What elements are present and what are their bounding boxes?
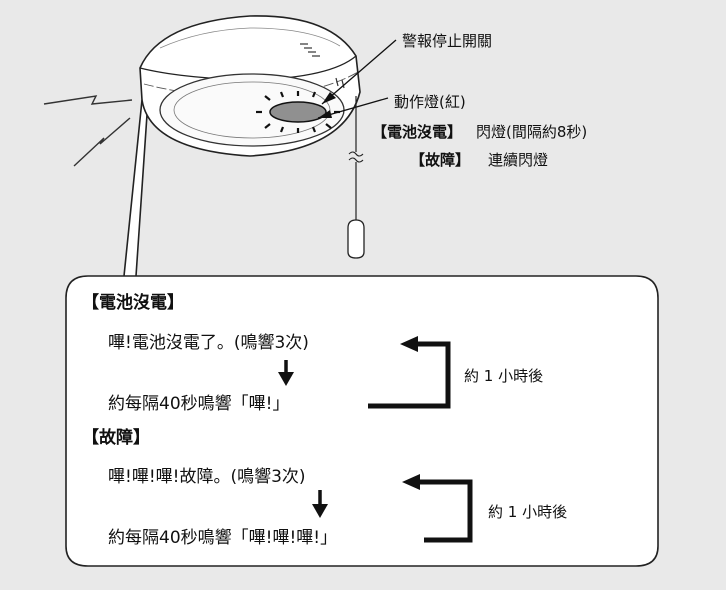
leader-alarm-stop-tip [322, 92, 336, 104]
indicator-light [269, 101, 327, 123]
sound-wave-upper [43, 95, 133, 105]
leader-alarm-stop [321, 39, 397, 105]
info-box-outline [65, 99, 659, 567]
fault-callout-prefix: 【故障】 [410, 151, 471, 169]
low-battery-callout-prefix: 【電池沒電】 [372, 123, 463, 141]
pull-cord [347, 96, 365, 259]
fault-heading: 【故障】 [82, 428, 150, 448]
low-battery-heading: 【電池沒電】 [82, 293, 184, 313]
low-battery-callout-desc: 閃燈(間隔約8秒) [476, 123, 588, 141]
low-battery-line2: 約每隔40秒鳴響「嗶!」 [108, 394, 290, 414]
fault-line1: 嗶!嗶!嗶!故障。(鳴響3次) [108, 467, 306, 487]
sound-wave-lower [73, 117, 131, 167]
indicator-light-label: 動作燈(紅) [394, 93, 466, 111]
low-battery-repeat-label: 約 1 小時後 [464, 367, 544, 385]
fault-line2: 約每隔40秒鳴響「嗶!嗶!嗶!」 [108, 528, 338, 548]
low-battery-flow-arrows [278, 336, 451, 409]
fault-callout-desc: 連續閃燈 [488, 151, 549, 169]
low-battery-line1: 嗶!電池沒電了。(鳴響3次) [108, 333, 309, 353]
leader-indicator-tip [318, 110, 332, 118]
smoke-alarm-device [139, 15, 361, 157]
fault-repeat-label: 約 1 小時後 [488, 503, 568, 521]
fault-flow-arrows [312, 474, 473, 543]
alarm-stop-switch-label: 警報停止開關 [402, 32, 493, 50]
